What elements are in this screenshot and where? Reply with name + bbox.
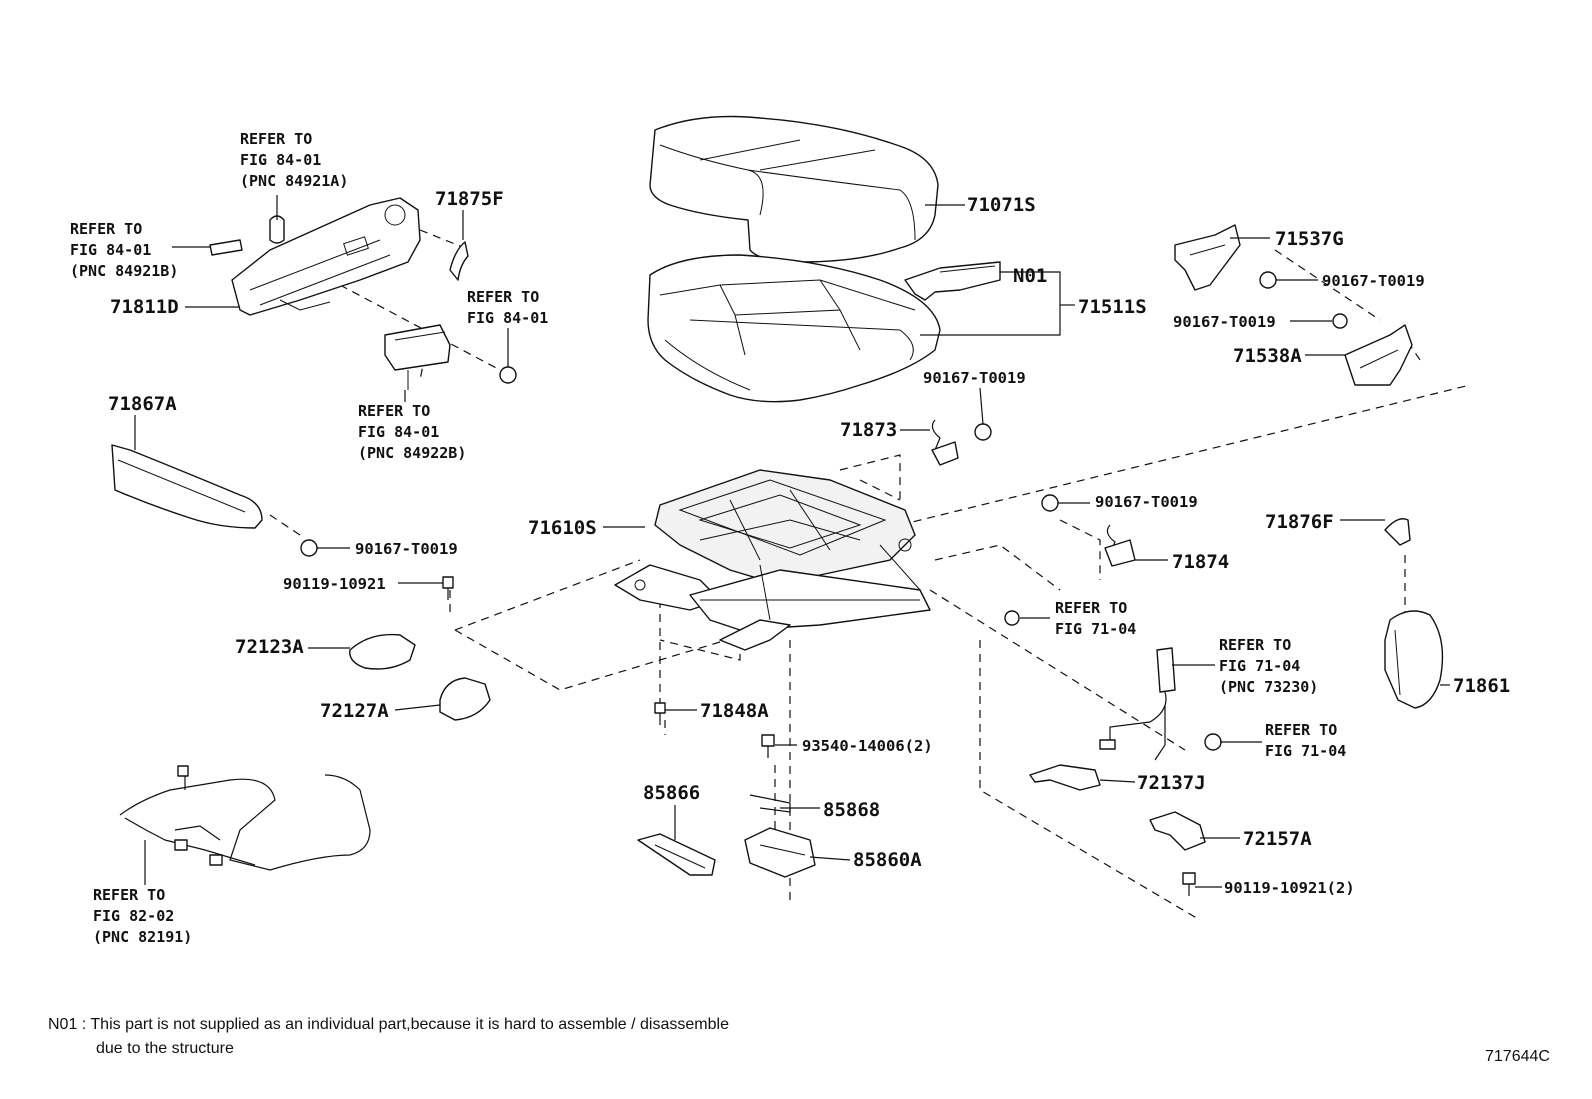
trim-71876f-drawing <box>1384 518 1411 546</box>
part-label-71867a: 71867A <box>108 393 177 415</box>
part-label-85860a: 85860A <box>853 849 922 871</box>
footnote-line-2: due to the structure <box>96 1040 234 1057</box>
cover-72127a-drawing <box>439 677 491 721</box>
part-label-90119-10921-a: 90119-10921 <box>283 575 386 593</box>
trim-71875f-drawing <box>449 241 469 281</box>
refer-note-84921a: REFER TO FIG 84-01 (PNC 84921A) <box>240 130 348 190</box>
part-label-71537g: 71537G <box>1275 228 1344 250</box>
part-label-72123a: 72123A <box>235 636 304 658</box>
refer-note-84922b: REFER TO FIG 84-01 (PNC 84922B) <box>358 402 466 462</box>
svg-text:REFER TO: REFER TO <box>70 220 142 238</box>
part-label-72157a: 72157A <box>1243 828 1312 850</box>
seat-frame-drawing <box>614 469 931 651</box>
cover-72157a-drawing <box>1149 811 1206 851</box>
part-label-85866: 85866 <box>643 782 700 804</box>
svg-text:(PNC 84921B): (PNC 84921B) <box>70 262 178 280</box>
seat-belt-buckle-drawing <box>1099 647 1176 761</box>
part-number-labels: 71071S N01 71511S 71537G 90167-T0019 901… <box>108 188 1510 897</box>
cover-71861-drawing <box>1384 610 1444 709</box>
svg-text:FIG 82-02: FIG 82-02 <box>93 907 174 925</box>
part-label-71861: 71861 <box>1453 675 1510 697</box>
seat-side-shield-drawing <box>209 197 421 316</box>
module-85866-drawing <box>637 833 716 876</box>
part-label-71071s: 71071S <box>967 194 1036 216</box>
part-label-71511s: 71511S <box>1078 296 1147 318</box>
svg-text:REFER TO: REFER TO <box>467 288 539 306</box>
footnote-line-1: N01 : This part is not supplied as an in… <box>48 1016 729 1033</box>
front-cover-71867a-drawing <box>111 444 263 529</box>
svg-text:(PNC 82191): (PNC 82191) <box>93 928 192 946</box>
part-label-71875f: 71875F <box>435 188 504 210</box>
part-label-85868: 85868 <box>823 799 880 821</box>
refer-to-notes: REFER TO FIG 84-01 (PNC 84921A) REFER TO… <box>70 130 1346 946</box>
refer-note-82191: REFER TO FIG 82-02 (PNC 82191) <box>93 886 192 946</box>
part-label-90167-t0019-a: 90167-T0019 <box>1322 272 1425 290</box>
svg-text:REFER TO: REFER TO <box>240 130 312 148</box>
svg-text:REFER TO: REFER TO <box>1055 599 1127 617</box>
bracket-85868-drawing <box>749 794 791 813</box>
cover-72123a-drawing <box>349 633 416 670</box>
n01-wire-clip-drawing <box>904 261 1001 301</box>
part-label-90167-t0019-b: 90167-T0019 <box>1173 313 1276 331</box>
part-label-n01: N01 <box>1013 265 1047 287</box>
seat-switch-drawing <box>384 324 451 390</box>
part-label-71873: 71873 <box>840 419 897 441</box>
svg-text:REFER TO: REFER TO <box>1219 636 1291 654</box>
hooks-drawing <box>931 419 1136 567</box>
svg-text:FIG 84-01: FIG 84-01 <box>240 151 321 169</box>
refer-note-73230: REFER TO FIG 71-04 (PNC 73230) <box>1219 636 1318 696</box>
refer-note-71-04-b: REFER TO FIG 71-04 <box>1265 721 1346 760</box>
cover-72137j-drawing <box>1029 764 1101 791</box>
part-label-93540-14006: 93540-14006(2) <box>802 737 933 755</box>
part-label-90167-t0019-c: 90167-T0019 <box>923 369 1026 387</box>
svg-text:REFER TO: REFER TO <box>358 402 430 420</box>
leader-lines <box>134 195 1450 888</box>
part-label-90167-t0019-e: 90167-T0019 <box>1095 493 1198 511</box>
refer-note-71-04-a: REFER TO FIG 71-04 <box>1055 599 1136 638</box>
svg-text:(PNC 84922B): (PNC 84922B) <box>358 444 466 462</box>
svg-text:FIG 71-04: FIG 71-04 <box>1055 620 1136 638</box>
wire-harness-drawing <box>119 765 371 871</box>
part-label-72127a: 72127A <box>320 700 389 722</box>
bracket-71538a-drawing <box>1344 324 1413 386</box>
svg-text:FIG 84-01: FIG 84-01 <box>467 309 548 327</box>
part-label-72137j: 72137J <box>1137 772 1206 794</box>
part-label-71538a: 71538A <box>1233 345 1302 367</box>
bolts-drawing <box>300 271 1348 896</box>
part-label-71848a: 71848A <box>700 700 769 722</box>
svg-text:(PNC 73230): (PNC 73230) <box>1219 678 1318 696</box>
svg-text:FIG 71-04: FIG 71-04 <box>1219 657 1300 675</box>
svg-text:FIG 84-01: FIG 84-01 <box>358 423 439 441</box>
refer-note-84-01: REFER TO FIG 84-01 <box>467 288 548 327</box>
seat-cushion-cover-drawing <box>649 115 939 263</box>
figure-code: 717644C <box>1485 1048 1550 1065</box>
part-label-71811d: 71811D <box>110 296 179 318</box>
svg-text:REFER TO: REFER TO <box>1265 721 1337 739</box>
svg-text:REFER TO: REFER TO <box>93 886 165 904</box>
svg-text:(PNC 84921A): (PNC 84921A) <box>240 172 348 190</box>
seat-cushion-pad-drawing <box>647 254 941 403</box>
part-label-71610s: 71610S <box>528 517 597 539</box>
part-label-71874: 71874 <box>1172 551 1229 573</box>
footnote: N01 : This part is not supplied as an in… <box>48 1016 729 1057</box>
refer-note-84921b: REFER TO FIG 84-01 (PNC 84921B) <box>70 220 178 280</box>
bracket-71537g-drawing <box>1174 224 1241 291</box>
part-label-90167-t0019-d: 90167-T0019 <box>355 540 458 558</box>
module-85860a-drawing <box>744 827 816 878</box>
svg-text:FIG 84-01: FIG 84-01 <box>70 241 151 259</box>
part-label-71876f: 71876F <box>1265 511 1334 533</box>
part-label-90119-10921-b: 90119-10921(2) <box>1224 879 1355 897</box>
svg-text:FIG 71-04: FIG 71-04 <box>1265 742 1346 760</box>
